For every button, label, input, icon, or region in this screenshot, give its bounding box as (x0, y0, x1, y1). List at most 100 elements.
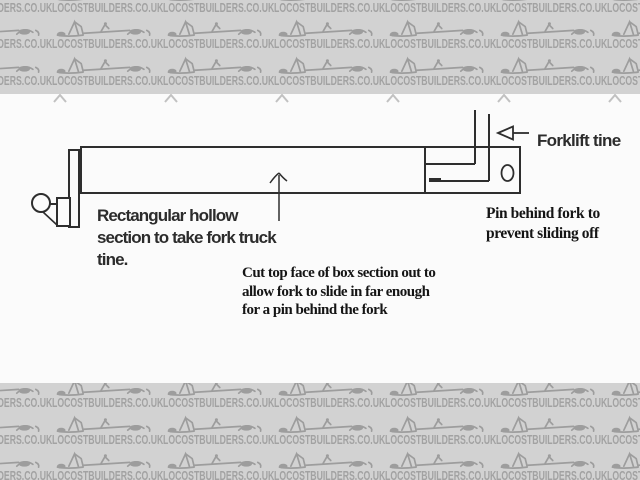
watermark-text: LOCOSTBUILDERS.CO.UK (163, 36, 275, 51)
watermark-tile: LOCOSTBUILDERS.CO.UK (385, 56, 496, 90)
watermark-text: LOCOSTBUILDERS.CO.UK (274, 395, 386, 410)
watermark-tile: LOCOSTBUILDERS.CO.UK (274, 415, 385, 449)
watermark-tile: LOCOSTBUILDERS.CO.UK (607, 451, 640, 480)
pin-behind-fork-label: Pin behind fork to prevent sliding off (486, 205, 600, 242)
watermark-logo-tip-icon (386, 94, 400, 103)
watermark-text: LOCOSTBUILDERS.CO.UK (0, 395, 53, 410)
watermark-tile: LOCOSTBUILDERS.CO.UK (607, 56, 640, 90)
watermark-text: LOCOSTBUILDERS.CO.UK (52, 395, 164, 410)
watermark-tile: LOCOSTBUILDERS.CO.UK (0, 383, 52, 412)
watermark-text: LOCOSTBUILDERS.CO.UK (0, 36, 53, 51)
watermark-row-partial (0, 94, 640, 103)
watermark-tile: LOCOSTBUILDERS.CO.UK (385, 19, 496, 53)
watermark-logo-tip-icon (608, 94, 622, 103)
watermark-band-top: LOCOSTBUILDERS.CO.UKLOCOSTBUILDERS.CO.UK… (0, 0, 640, 94)
watermark-tile: LOCOSTBUILDERS.CO.UK (607, 383, 640, 412)
cut-top-face-label: Cut top face of box section out to allow… (242, 265, 436, 318)
watermark-tile: LOCOSTBUILDERS.CO.UK (52, 451, 163, 480)
watermark-text: LOCOSTBUILDERS.CO.UK (163, 395, 275, 410)
watermark-tile: LOCOSTBUILDERS.CO.UK (496, 56, 607, 90)
watermark-tile: LOCOSTBUILDERS.CO.UK (0, 451, 52, 480)
watermark-tile: LOCOSTBUILDERS.CO.UK (163, 0, 274, 17)
watermark-text: LOCOSTBUILDERS.CO.UK (52, 73, 164, 88)
watermark-tile: LOCOSTBUILDERS.CO.UK (385, 415, 496, 449)
watermark-tile: LOCOSTBUILDERS.CO.UK (163, 19, 274, 53)
watermark-tile: LOCOSTBUILDERS.CO.UK (274, 0, 385, 17)
watermark-logo-tip-icon (53, 94, 67, 103)
watermark-tile: LOCOSTBUILDERS.CO.UK (0, 19, 52, 53)
watermark-text: LOCOSTBUILDERS.CO.UK (496, 36, 608, 51)
watermark-text: LOCOSTBUILDERS.CO.UK (496, 73, 608, 88)
watermark-text: LOCOSTBUILDERS.CO.UK (0, 0, 53, 15)
pin-ring (31, 193, 51, 213)
watermark-text: LOCOSTBUILDERS.CO.UK (274, 73, 386, 88)
watermark-text: LOCOSTBUILDERS.CO.UK (385, 468, 497, 480)
watermark-text: LOCOSTBUILDERS.CO.UK (607, 36, 640, 51)
watermark-text: LOCOSTBUILDERS.CO.UK (496, 432, 608, 447)
watermark-logo-tip-icon (275, 94, 289, 103)
watermark-tile: LOCOSTBUILDERS.CO.UK (274, 19, 385, 53)
watermark-text: LOCOSTBUILDERS.CO.UK (496, 0, 608, 15)
watermark-text: LOCOSTBUILDERS.CO.UK (163, 73, 275, 88)
watermark-tile: LOCOSTBUILDERS.CO.UK (52, 415, 163, 449)
pin-block (56, 197, 71, 227)
forklift-tine-label: Forklift tine (537, 131, 621, 150)
watermark-text: LOCOSTBUILDERS.CO.UK (496, 468, 608, 480)
watermark-tile: LOCOSTBUILDERS.CO.UK (385, 451, 496, 480)
watermark-text: LOCOSTBUILDERS.CO.UK (274, 432, 386, 447)
watermark-tile: LOCOSTBUILDERS.CO.UK (274, 383, 385, 412)
watermark-text: LOCOSTBUILDERS.CO.UK (607, 468, 640, 480)
watermark-text: LOCOSTBUILDERS.CO.UK (385, 395, 497, 410)
watermark-tile: LOCOSTBUILDERS.CO.UK (607, 415, 640, 449)
watermark-tile: LOCOSTBUILDERS.CO.UK (0, 56, 52, 90)
watermark-text: LOCOSTBUILDERS.CO.UK (607, 432, 640, 447)
up-arrow-icon (269, 172, 288, 221)
watermark-tile: LOCOSTBUILDERS.CO.UK (0, 415, 52, 449)
watermark-tile: LOCOSTBUILDERS.CO.UK (52, 56, 163, 90)
watermark-text: LOCOSTBUILDERS.CO.UK (385, 0, 497, 15)
watermark-band-bottom: LOCOSTBUILDERS.CO.UKLOCOSTBUILDERS.CO.UK… (0, 383, 640, 480)
box-section-outline (80, 146, 521, 194)
watermark-tile: LOCOSTBUILDERS.CO.UK (385, 0, 496, 17)
left-arrow-icon (495, 125, 529, 141)
watermark-tile: LOCOSTBUILDERS.CO.UK (385, 383, 496, 412)
watermark-row: LOCOSTBUILDERS.CO.UKLOCOSTBUILDERS.CO.UK… (0, 19, 640, 53)
watermark-tile: LOCOSTBUILDERS.CO.UK (496, 19, 607, 53)
watermark-text: LOCOSTBUILDERS.CO.UK (0, 432, 53, 447)
watermark-tile: LOCOSTBUILDERS.CO.UK (163, 451, 274, 480)
watermark-text: LOCOSTBUILDERS.CO.UK (52, 0, 164, 15)
watermark-text: LOCOSTBUILDERS.CO.UK (0, 468, 53, 480)
watermark-text: LOCOSTBUILDERS.CO.UK (607, 395, 640, 410)
pin-hole (500, 164, 515, 182)
watermark-text: LOCOSTBUILDERS.CO.UK (0, 73, 53, 88)
watermark-row: LOCOSTBUILDERS.CO.UKLOCOSTBUILDERS.CO.UK… (0, 415, 640, 449)
watermark-text: LOCOSTBUILDERS.CO.UK (274, 468, 386, 480)
watermark-tile: LOCOSTBUILDERS.CO.UK (607, 19, 640, 53)
watermark-tile: LOCOSTBUILDERS.CO.UK (274, 451, 385, 480)
watermark-tile: LOCOSTBUILDERS.CO.UK (496, 415, 607, 449)
watermark-row: LOCOSTBUILDERS.CO.UKLOCOSTBUILDERS.CO.UK… (0, 0, 640, 17)
watermark-text: LOCOSTBUILDERS.CO.UK (274, 36, 386, 51)
watermark-tile: LOCOSTBUILDERS.CO.UK (607, 0, 640, 17)
pin-lanyard (42, 211, 58, 226)
watermark-text: LOCOSTBUILDERS.CO.UK (52, 432, 164, 447)
watermark-logo-tip-icon (497, 94, 511, 103)
watermark-tile: LOCOSTBUILDERS.CO.UK (274, 56, 385, 90)
end-plate (68, 149, 80, 228)
watermark-text: LOCOSTBUILDERS.CO.UK (274, 0, 386, 15)
rect-hollow-label: Rectangular hollow section to take fork … (97, 206, 277, 269)
watermark-text: LOCOSTBUILDERS.CO.UK (385, 73, 497, 88)
watermark-tile: LOCOSTBUILDERS.CO.UK (52, 383, 163, 412)
watermark-tile: LOCOSTBUILDERS.CO.UK (496, 451, 607, 480)
watermark-text: LOCOSTBUILDERS.CO.UK (163, 0, 275, 15)
watermark-text: LOCOSTBUILDERS.CO.UK (607, 73, 640, 88)
watermark-row: LOCOSTBUILDERS.CO.UKLOCOSTBUILDERS.CO.UK… (0, 56, 640, 90)
watermark-tile: LOCOSTBUILDERS.CO.UK (496, 0, 607, 17)
watermark-row: LOCOSTBUILDERS.CO.UKLOCOSTBUILDERS.CO.UK… (0, 383, 640, 412)
watermark-tile: LOCOSTBUILDERS.CO.UK (163, 383, 274, 412)
watermark-text: LOCOSTBUILDERS.CO.UK (385, 432, 497, 447)
watermark-text: LOCOSTBUILDERS.CO.UK (163, 432, 275, 447)
watermark-tile: LOCOSTBUILDERS.CO.UK (0, 0, 52, 17)
watermark-tile: LOCOSTBUILDERS.CO.UK (496, 383, 607, 412)
